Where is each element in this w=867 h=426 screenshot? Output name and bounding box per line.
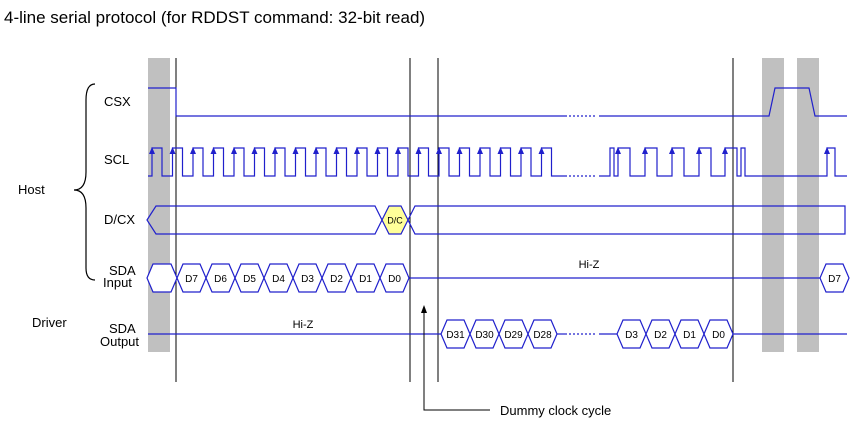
scl-label: SCL bbox=[104, 152, 129, 167]
diagram-title: 4-line serial protocol (for RDDST comman… bbox=[4, 8, 426, 27]
sda-output-bit-d28-label: D28 bbox=[533, 330, 552, 341]
driver-label: Driver bbox=[32, 315, 67, 330]
dcx-cell-label: D/C bbox=[387, 216, 403, 226]
sda-input-label-line1: SDA bbox=[109, 263, 136, 278]
dummy-clock-pointer bbox=[421, 305, 490, 411]
csx-waveform bbox=[148, 87, 847, 117]
scl-clock-segment-1 bbox=[148, 147, 567, 177]
sda-input-bit-d7-label: D7 bbox=[185, 274, 198, 285]
host-label: Host bbox=[18, 182, 45, 197]
sda-input-bit-d3-label: D3 bbox=[301, 274, 314, 285]
sda-output-bit-d30-label: D30 bbox=[475, 330, 494, 341]
dcx-label: D/CX bbox=[104, 212, 135, 227]
sda-input-bit-d2-label: D2 bbox=[330, 274, 343, 285]
host-brace bbox=[73, 83, 96, 281]
sda-input-hiz: Hi-Z bbox=[579, 259, 600, 271]
sda-input-label-line2: Input bbox=[103, 275, 132, 290]
sda-output-bit-d31-label: D31 bbox=[446, 330, 465, 341]
dummy-clock-label: Dummy clock cycle bbox=[500, 403, 611, 418]
sda-input-bit-d4-label: D4 bbox=[272, 274, 285, 285]
sda-input-bit-d1-label: D1 bbox=[359, 274, 372, 285]
sda-output-bit-d1-label: D1 bbox=[683, 330, 696, 341]
shade-band-start bbox=[148, 58, 170, 352]
sda-output-label-line1: SDA bbox=[109, 321, 136, 336]
sda-input-bit-d6-label: D6 bbox=[214, 274, 227, 285]
sda-input-leading-cell bbox=[146, 263, 178, 293]
shade-band-end-2 bbox=[797, 58, 819, 352]
sda-output-bit-d3-label: D3 bbox=[625, 330, 638, 341]
scl-waveform bbox=[148, 147, 847, 177]
sda-output-bit-d0-label: D0 bbox=[712, 330, 725, 341]
sda-output-hiz: Hi-Z bbox=[293, 319, 314, 331]
sda-input-bit-d5-label: D5 bbox=[243, 274, 256, 285]
scl-clock-segment-2 bbox=[599, 147, 847, 177]
sda-input-waveform: D7 D6 D5 D4 D3 D2 D1 D0 D7 bbox=[146, 263, 850, 293]
sda-output-bit-d2-label: D2 bbox=[654, 330, 667, 341]
sda-input-tail-bit-cell bbox=[819, 263, 850, 293]
shade-band-end-1 bbox=[762, 58, 784, 352]
csx-label: CSX bbox=[104, 94, 131, 109]
sda-output-label-line2: Output bbox=[100, 334, 139, 349]
sda-output-waveform: D31 D30 D29 D28 D3 D2 D1 D0 bbox=[148, 319, 847, 349]
dcx-waveform bbox=[146, 205, 846, 235]
sda-output-bit-d29-label: D29 bbox=[504, 330, 523, 341]
sda-input-bit-d0-label: D0 bbox=[388, 274, 401, 285]
sda-input-tail-bit-label: D7 bbox=[828, 274, 841, 285]
